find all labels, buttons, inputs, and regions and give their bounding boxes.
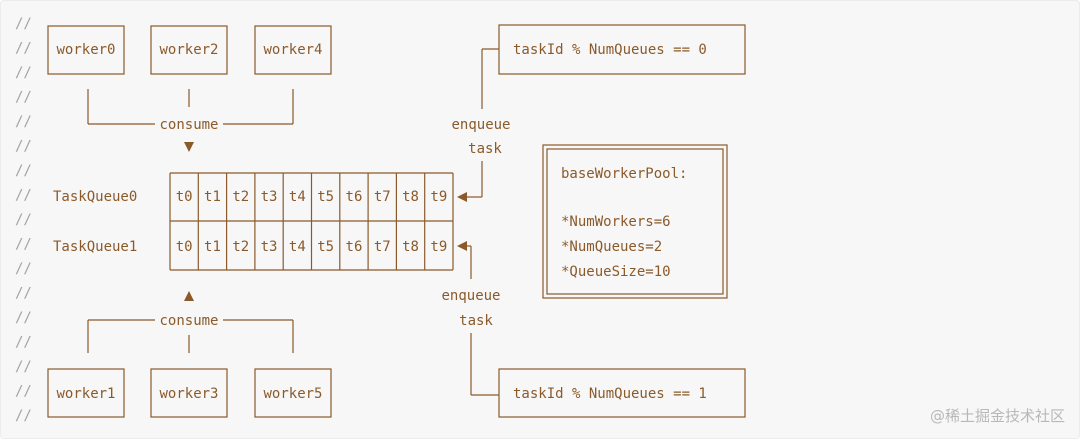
worker-box <box>150 25 228 75</box>
worker-box <box>47 25 125 75</box>
queue-slot: t9 <box>430 239 447 255</box>
queue-slot: t1 <box>204 239 221 255</box>
queue-slot: t7 <box>374 189 391 205</box>
queue-slot: t6 <box>346 239 363 255</box>
watermark: @稀土掘金技术社区 <box>929 407 1065 425</box>
queue-slot: t8 <box>402 239 419 255</box>
queue-slot: t5 <box>317 189 334 205</box>
queue-slot: t6 <box>346 189 363 205</box>
comment-marker: // <box>15 212 32 228</box>
queue-slot: t0 <box>176 189 193 205</box>
condition-label: taskId % NumQueues == 1 <box>513 386 707 402</box>
consume-label: consume <box>159 117 218 133</box>
worker-label: worker4 <box>263 42 322 58</box>
worker-box <box>254 25 332 75</box>
comment-marker: // <box>15 16 32 32</box>
queue-slot: t7 <box>374 239 391 255</box>
pool-setting: *NumQueues=2 <box>561 239 662 255</box>
task-queues: t0 t1 t2 t3 t4 t5 t6 t7 t8 t9 t0 t1 t2 t3 t4 t5 t6 t7 t8 t9 <box>169 172 454 271</box>
queue-slot: t8 <box>402 189 419 205</box>
enqueue-label: task <box>468 141 502 157</box>
comment-marker: // <box>15 310 32 326</box>
comment-marker: // <box>15 286 32 302</box>
enqueue-label: task <box>459 313 493 329</box>
queue-slot: t5 <box>317 239 334 255</box>
pool-setting: *QueueSize=10 <box>561 264 671 280</box>
comment-marker: // <box>15 163 32 179</box>
queue-slot: t1 <box>204 189 221 205</box>
queue-label: TaskQueue0 <box>53 189 137 205</box>
queue-slot: t4 <box>289 189 306 205</box>
queue-slot: t9 <box>430 189 447 205</box>
queue-slot: t3 <box>261 239 278 255</box>
comment-gutter: // // // // // // // // // // // // // // // // // <box>15 16 32 424</box>
comment-marker: // <box>15 359 32 375</box>
enqueue-label: enqueue <box>451 117 510 133</box>
pool-box-outer <box>542 144 728 299</box>
queue-slot: t3 <box>261 189 278 205</box>
comment-marker: // <box>15 188 32 204</box>
queue-label: TaskQueue1 <box>53 239 137 255</box>
comment-marker: // <box>15 261 32 277</box>
queue-slot: t0 <box>176 239 193 255</box>
pool-title: baseWorkerPool: <box>561 166 687 182</box>
worker-box <box>254 368 332 418</box>
enqueue-path-top <box>466 48 499 198</box>
arrow-left-icon <box>457 192 467 202</box>
worker-label: worker5 <box>263 386 322 402</box>
worker-box <box>150 368 228 418</box>
comment-marker: // <box>15 65 32 81</box>
consume-label: consume <box>159 313 218 329</box>
comment-marker: // <box>15 335 32 351</box>
condition-box <box>498 368 746 418</box>
worker-label: worker3 <box>159 386 218 402</box>
queue-slot: t4 <box>289 239 306 255</box>
comment-marker: // <box>15 90 32 106</box>
comment-marker: // <box>15 41 32 57</box>
worker-box <box>47 368 125 418</box>
pool-box-inner <box>546 148 724 295</box>
worker-label: worker1 <box>56 386 115 402</box>
arrow-down-icon <box>184 142 194 152</box>
worker-label: worker2 <box>159 42 218 58</box>
consume-connector-bottom <box>87 319 294 353</box>
comment-marker: // <box>15 384 32 400</box>
comment-marker: // <box>15 139 32 155</box>
comment-marker: // <box>15 114 32 130</box>
arrow-left-icon <box>457 241 467 251</box>
arrow-up-icon <box>184 291 194 301</box>
enqueue-label: enqueue <box>441 288 500 304</box>
pool-setting: *NumWorkers=6 <box>561 214 671 230</box>
enqueue-path-bottom <box>466 245 499 396</box>
comment-marker: // <box>15 408 32 424</box>
queue-slot: t2 <box>232 189 249 205</box>
queue-slot: t2 <box>232 239 249 255</box>
condition-label: taskId % NumQueues == 0 <box>513 42 707 58</box>
comment-marker: // <box>15 237 32 253</box>
consume-connector-top <box>87 89 294 125</box>
worker-label: worker0 <box>56 42 115 58</box>
